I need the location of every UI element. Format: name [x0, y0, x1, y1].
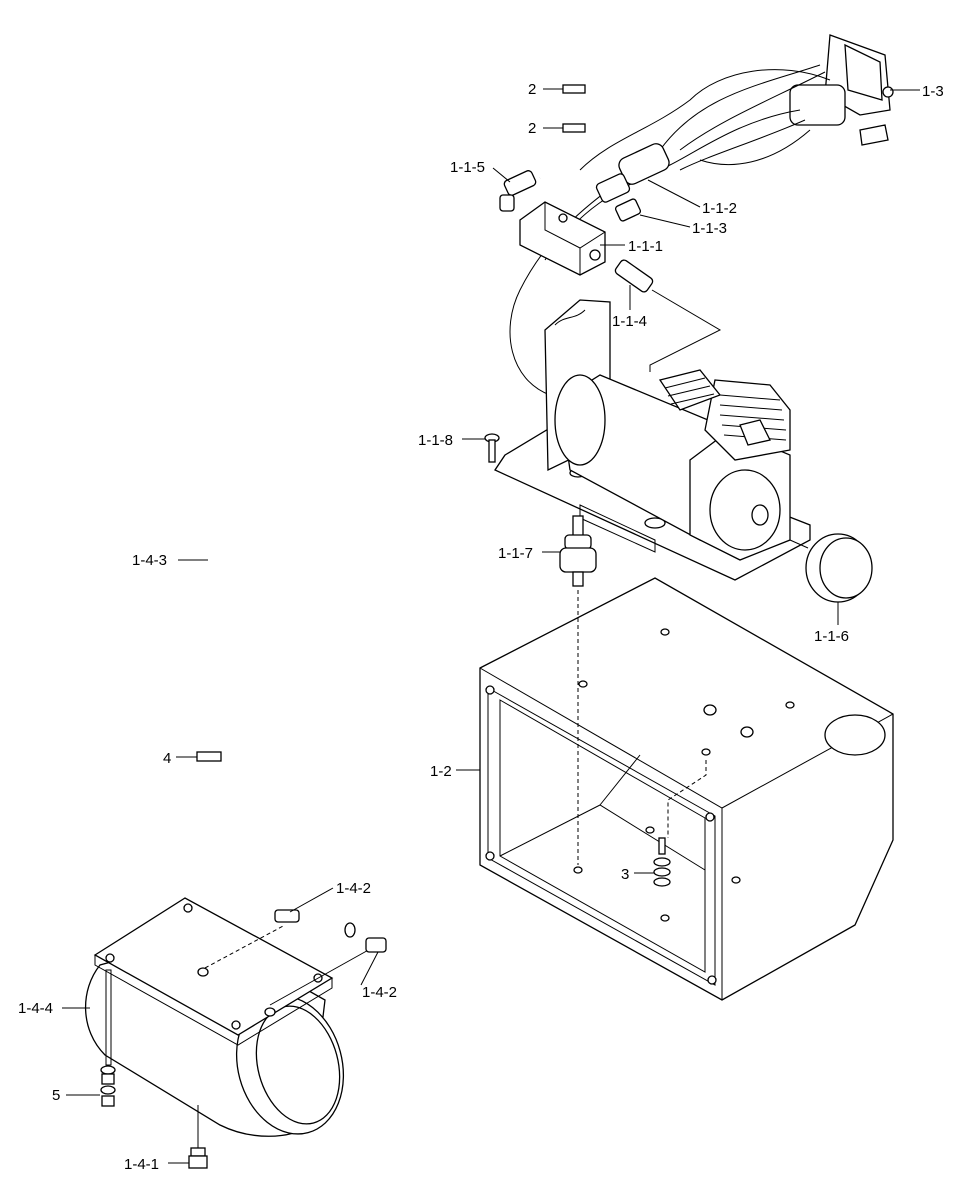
hose-clamp [562, 123, 586, 133]
label-4: 4 [163, 750, 171, 767]
label-1-1-3: 1-1-3 [692, 220, 727, 237]
air-hose [196, 43, 586, 938]
air-filter [789, 533, 873, 603]
check-valve [614, 259, 654, 293]
label-1-4-4: 1-4-4 [18, 1000, 53, 1017]
label-1-4-2: 1-4-2 [336, 880, 371, 897]
screw [484, 433, 500, 463]
tank-fitting [274, 909, 300, 923]
label-1-1-2: 1-1-2 [702, 200, 737, 217]
tank-fitting [365, 937, 387, 953]
manifold-block [519, 201, 606, 276]
label-1-1-8: 1-1-8 [418, 432, 453, 449]
label-1-1-6: 1-1-6 [814, 628, 849, 645]
compressor [494, 289, 811, 581]
label-2: 2 [528, 81, 536, 98]
label-1-2: 1-2 [430, 763, 452, 780]
air-tank [84, 897, 387, 1169]
label-1-4-3: 1-4-3 [132, 552, 167, 569]
pressure-sensor [595, 143, 670, 203]
hose-clamp [562, 84, 586, 94]
vibration-mount [559, 515, 597, 587]
label-1-1-4: 1-1-4 [612, 313, 647, 330]
label-2: 2 [528, 120, 536, 137]
hose-clamp [196, 751, 222, 762]
label-1-1-1: 1-1-1 [628, 238, 663, 255]
callout-labels: 1-3 2 2 1-1-5 1-1-2 1-1-3 1-1-1 1-1-4 1-… [18, 81, 944, 1173]
elbow-fitting [499, 170, 537, 212]
label-5: 5 [52, 1087, 60, 1104]
label-1-1-7: 1-1-7 [498, 545, 533, 562]
enclosure [479, 577, 894, 1001]
label-1-1-5: 1-1-5 [450, 159, 485, 176]
leader-lines [62, 88, 920, 1164]
label-1-4-2: 1-4-2 [362, 984, 397, 1001]
label-3: 3 [621, 866, 629, 883]
nipple-fitting [614, 198, 642, 222]
label-1-3: 1-3 [922, 83, 944, 100]
label-1-4-1: 1-4-1 [124, 1156, 159, 1173]
